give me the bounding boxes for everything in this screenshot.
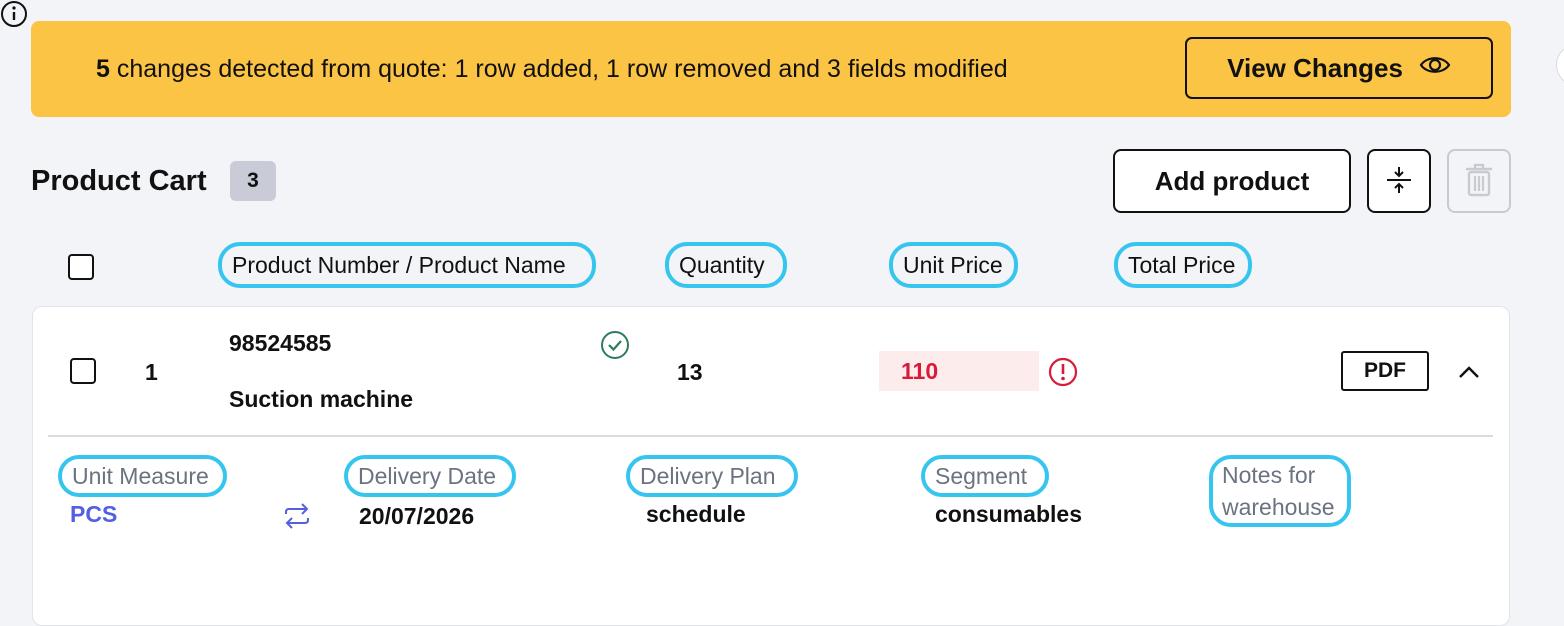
notes-for-warehouse-label: Notes for warehouse bbox=[1209, 455, 1351, 527]
column-header-product[interactable]: Product Number / Product Name bbox=[218, 242, 596, 288]
row-index: 1 bbox=[145, 359, 158, 385]
product-cart-title: Product Cart bbox=[31, 165, 207, 197]
column-header-unit-price[interactable]: Unit Price bbox=[889, 242, 1018, 288]
delivery-plan-value: schedule bbox=[646, 501, 746, 527]
quantity-value: 13 bbox=[677, 359, 703, 385]
delivery-date-label: Delivery Date bbox=[344, 455, 516, 497]
changes-message: 5 changes detected from quote: 1 row add… bbox=[96, 54, 1008, 84]
delivery-plan-label: Delivery Plan bbox=[626, 455, 798, 497]
segment-label: Segment bbox=[921, 455, 1049, 497]
unit-measure-value[interactable]: PCS bbox=[70, 501, 118, 527]
add-product-button[interactable]: Add product bbox=[1113, 149, 1351, 213]
edge-round-button[interactable] bbox=[1556, 44, 1564, 86]
unit-price-field[interactable]: 110 bbox=[879, 351, 1039, 391]
row-checkbox[interactable] bbox=[70, 358, 96, 384]
info-icon bbox=[0, 1, 28, 32]
collapse-rows-button[interactable] bbox=[1367, 149, 1431, 213]
cart-count-badge: 3 bbox=[230, 161, 276, 201]
check-circle-icon bbox=[600, 330, 630, 365]
changes-count: 5 bbox=[96, 55, 110, 83]
view-changes-label: View Changes bbox=[1227, 52, 1403, 83]
changes-text: changes detected from quote: 1 row added… bbox=[109, 55, 1008, 83]
trash-icon bbox=[1464, 163, 1494, 200]
segment-value: consumables bbox=[935, 501, 1082, 527]
column-header-total-price[interactable]: Total Price bbox=[1114, 242, 1252, 288]
product-name: Suction machine bbox=[229, 386, 414, 412]
product-number: 98524585 bbox=[229, 330, 332, 356]
view-changes-button[interactable]: View Changes bbox=[1185, 37, 1493, 99]
collapse-rows-icon bbox=[1384, 165, 1414, 198]
row-divider bbox=[48, 435, 1493, 437]
unit-measure-label: Unit Measure bbox=[58, 455, 227, 497]
select-all-checkbox[interactable] bbox=[68, 254, 94, 280]
delivery-date-value: 20/07/2026 bbox=[359, 503, 475, 529]
pdf-button[interactable]: PDF bbox=[1341, 351, 1429, 391]
delete-button[interactable] bbox=[1447, 149, 1511, 213]
column-header-quantity[interactable]: Quantity bbox=[665, 242, 787, 288]
alert-circle-icon bbox=[1048, 357, 1078, 392]
chevron-up-icon[interactable] bbox=[1455, 358, 1483, 391]
swap-icon[interactable] bbox=[281, 500, 313, 537]
eye-icon bbox=[1419, 53, 1451, 84]
